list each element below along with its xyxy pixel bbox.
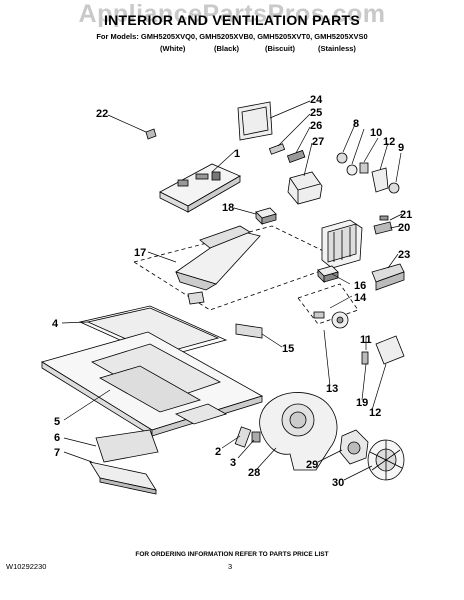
callout-22: 22 — [96, 108, 108, 120]
callout-28: 28 — [248, 467, 260, 479]
part-25-26-connectors — [268, 143, 306, 164]
callout-27: 27 — [312, 136, 324, 148]
document-number: W10292230 — [6, 562, 47, 571]
callout-19: 19 — [356, 397, 368, 409]
part-18-block — [255, 207, 277, 225]
callout-9: 9 — [398, 142, 404, 154]
callout-20: 20 — [398, 222, 410, 234]
callout-30: 30 — [332, 477, 344, 489]
parts-11-12-assembly — [361, 335, 405, 365]
callout-24: 24 — [310, 94, 323, 106]
callout-8: 8 — [353, 118, 359, 130]
callout-16: 16 — [354, 280, 366, 292]
part-1-control-board — [159, 163, 241, 213]
callout-7: 7 — [54, 447, 60, 459]
callout-12b: 12 — [369, 407, 381, 419]
part-6-plate — [95, 429, 159, 463]
color-black: (Black) — [214, 44, 240, 53]
part-24-plate — [237, 101, 273, 141]
callout-5: 5 — [54, 416, 60, 428]
callout-13: 13 — [326, 383, 338, 395]
parts-13-14-damper — [297, 283, 359, 329]
callout-12: 12 — [383, 136, 395, 148]
part-blower-bracket — [321, 219, 363, 269]
part-7-strip — [89, 461, 157, 495]
part-29-motor — [339, 429, 369, 465]
callout-21: 21 — [400, 209, 412, 221]
models-line: For Models: GMH5205XVQ0, GMH5205XVB0, GM… — [96, 32, 368, 41]
callout-4: 4 — [52, 318, 59, 330]
part-5-bottom-panel — [41, 331, 264, 437]
part-22-clip — [145, 128, 157, 140]
part-16-block — [317, 265, 339, 283]
callout-26: 26 — [310, 120, 322, 132]
callout-15: 15 — [282, 343, 294, 355]
page-title: INTERIOR AND VENTILATION PARTS — [103, 12, 361, 28]
callout-2: 2 — [215, 446, 221, 458]
callout-6: 6 — [54, 432, 60, 444]
ordering-note: FOR ORDERING INFORMATION REFER TO PARTS … — [135, 551, 329, 558]
part-15-tag — [235, 323, 263, 339]
part-17-air-duct — [133, 225, 348, 311]
color-stainless: (Stainless) — [318, 44, 356, 53]
callout-10: 10 — [370, 127, 382, 139]
callout-14: 14 — [354, 292, 367, 304]
parts-20-21 — [373, 215, 393, 235]
part-27-box — [287, 171, 323, 205]
color-white: (White) — [160, 44, 186, 53]
callout-11: 11 — [360, 334, 372, 346]
callout-23: 23 — [398, 249, 410, 261]
page-number: 3 — [228, 562, 233, 571]
part-28-blower-housing — [259, 392, 338, 471]
part-30-blower-wheel — [367, 439, 405, 481]
callout-17: 17 — [134, 247, 146, 259]
parts-8-to-12-switches — [336, 152, 400, 194]
callout-labels: 1 2 3 4 5 6 7 8 9 10 11 12 12 13 14 15 1… — [52, 94, 412, 489]
part-23-cover — [371, 263, 405, 291]
watermark: AppliancePartsPros.com — [78, 0, 386, 28]
callout-29: 29 — [306, 459, 318, 471]
parts-2-3-connector — [234, 426, 261, 448]
callout-25: 25 — [310, 107, 322, 119]
callout-1: 1 — [234, 148, 240, 160]
callout-3: 3 — [230, 457, 236, 469]
callout-18: 18 — [222, 202, 234, 214]
color-biscuit: (Biscuit) — [265, 44, 295, 53]
leader-lines — [61, 100, 403, 481]
